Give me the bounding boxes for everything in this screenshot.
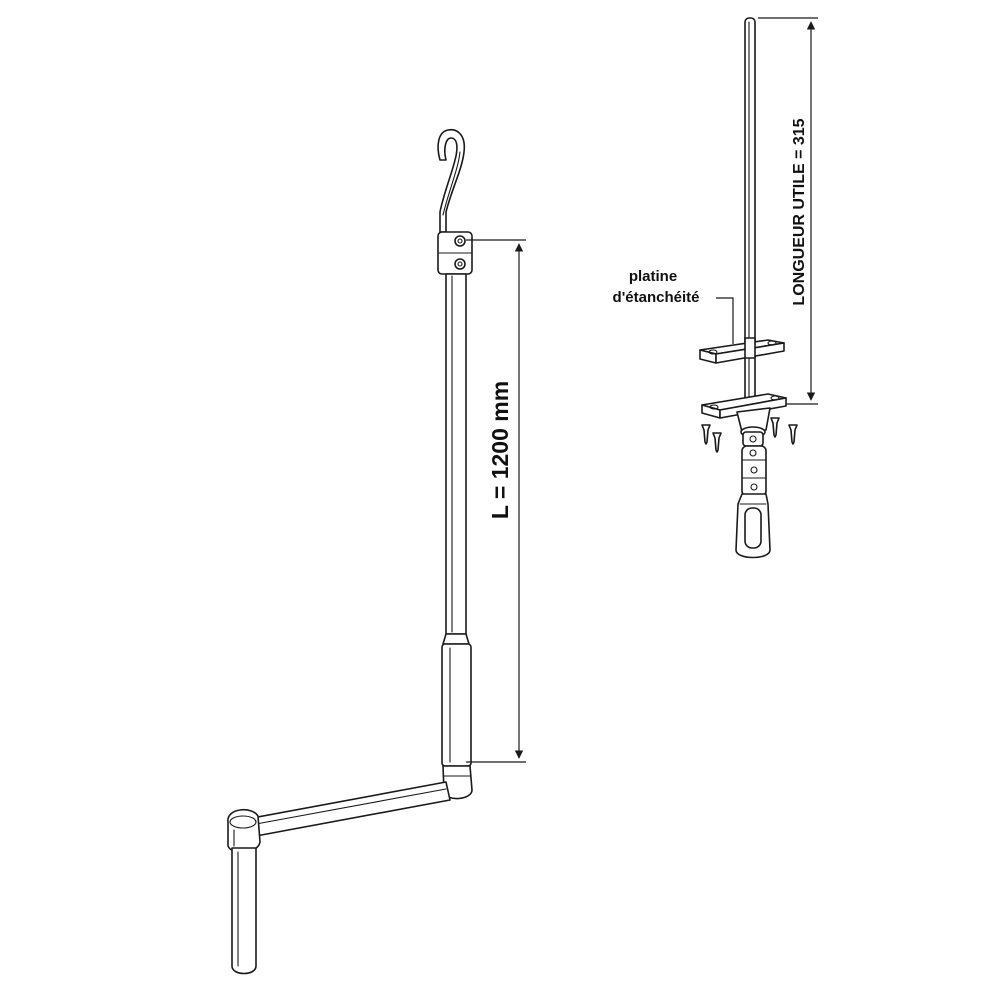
crank-handle <box>227 128 473 975</box>
collar-screw-top-icon <box>454 235 466 247</box>
plate-label-line1: platine <box>629 268 677 285</box>
length-dimension <box>466 239 526 763</box>
collar-screw-bottom-icon <box>454 258 466 270</box>
length-label: L = 1200 mm <box>487 381 513 519</box>
handle-knuckle <box>227 809 261 854</box>
screw-1-icon <box>701 424 711 445</box>
sealing-plate <box>699 337 785 364</box>
universal-joint <box>741 445 767 497</box>
screw-2-icon <box>712 432 722 453</box>
useful-length-label: LONGUEUR UTILE = 315 <box>791 118 808 305</box>
plate-leader-line <box>716 297 734 344</box>
useful-length-dimension <box>758 17 818 405</box>
hook-collar <box>437 231 473 275</box>
main-rod <box>442 273 470 645</box>
grip-sleeve <box>441 643 472 767</box>
detail-assembly <box>699 17 798 559</box>
crank-arm <box>251 781 451 837</box>
detail-shaft <box>744 17 756 417</box>
swivel-bracket <box>736 407 771 447</box>
screw-4-icon <box>788 424 798 445</box>
crank-hook <box>437 128 466 233</box>
screw-3-icon <box>770 417 780 438</box>
handle-grip <box>231 847 257 975</box>
plate-label-line2: d'étanchéité <box>613 289 700 306</box>
eye-ring <box>735 493 771 559</box>
